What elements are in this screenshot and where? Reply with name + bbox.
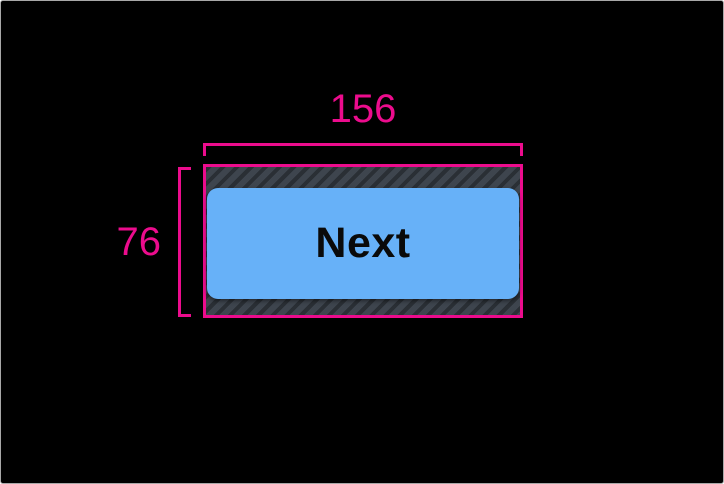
- width-dimension-label: 156: [329, 87, 397, 131]
- height-dimension-bracket: [178, 167, 191, 317]
- next-button[interactable]: Next: [207, 188, 519, 299]
- width-dimension-bracket: [203, 143, 523, 156]
- tap-target-region: Next: [203, 164, 523, 318]
- height-dimension-label: 76: [116, 220, 162, 264]
